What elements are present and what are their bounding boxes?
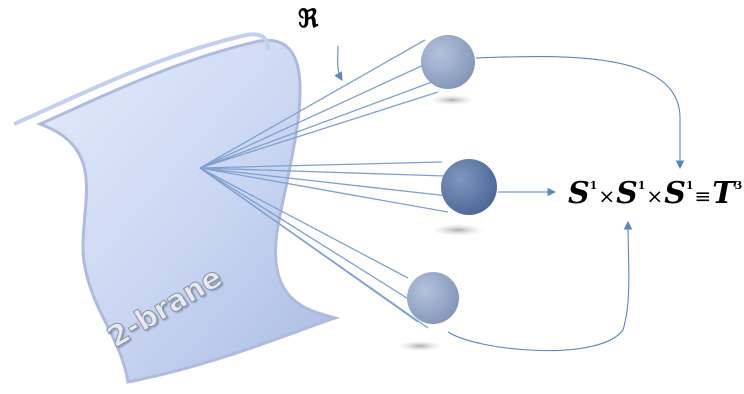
equation-term-s2: S: [616, 176, 638, 211]
sphere-shadow-bottom: [398, 341, 442, 351]
beams: [199, 39, 449, 329]
real-numbers-symbol: ℜ: [298, 4, 319, 33]
sphere-middle: [441, 159, 497, 215]
equation-term-s1: S: [568, 176, 590, 211]
sphere-shadow-top: [430, 95, 474, 105]
equation-exp-3: 1: [685, 179, 694, 192]
times-operator-1: ×: [598, 184, 616, 208]
equation-exp-4: 3: [734, 179, 743, 192]
sphere-top: [421, 35, 475, 89]
brane-sheet: [13, 32, 341, 384]
equation-exp-1: 1: [589, 179, 598, 192]
equation-exp-2: 1: [637, 179, 646, 192]
equiv-operator: ≡: [694, 184, 712, 208]
times-operator-2: ×: [646, 184, 664, 208]
sphere-bottom: [407, 272, 459, 324]
torus-equation: S1×S1×S1≡T3: [568, 176, 742, 211]
equation-term-s3: S: [664, 176, 686, 211]
equation-term-t: T: [712, 176, 735, 211]
connector-arrows: [334, 45, 685, 352]
sphere-shadow-middle: [432, 224, 484, 236]
